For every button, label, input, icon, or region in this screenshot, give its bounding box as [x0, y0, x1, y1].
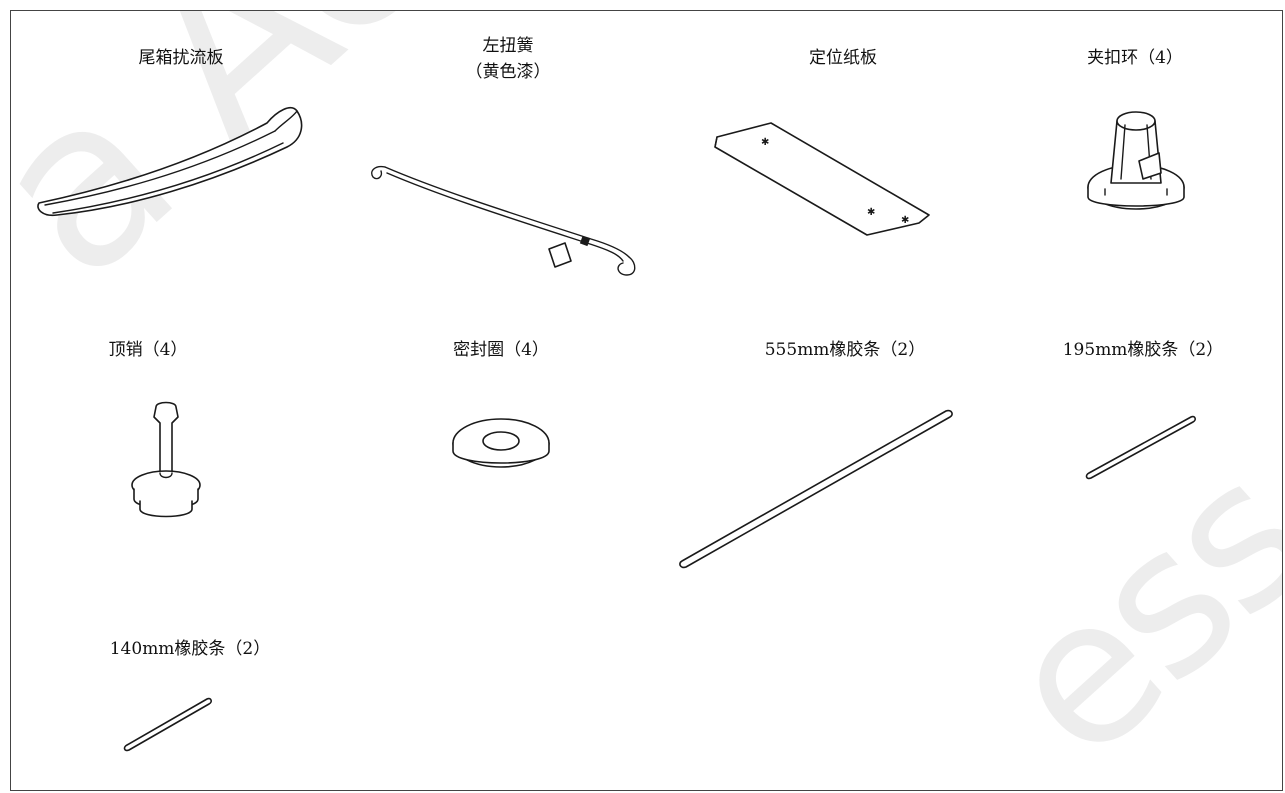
top-pin-label: 顶销（4）	[109, 337, 188, 363]
yellow-paint-mark	[579, 235, 591, 247]
spoiler-illustration	[37, 107, 303, 217]
rubber-strip-555-label: 555mm橡胶条（2）	[765, 337, 926, 363]
svg-text:✱: ✱	[867, 207, 875, 218]
clip-ring-illustration	[1087, 111, 1185, 210]
rubber-strip-195-label: 195mm橡胶条（2）	[1063, 337, 1224, 363]
left-torsion-spring-name: 左扭簧	[482, 36, 534, 56]
top-pin-illustration	[131, 401, 201, 518]
clip-ring-label: 夹扣环（4）	[1087, 45, 1183, 71]
rubber-strip-195-illustration	[1085, 415, 1196, 480]
positioning-cardboard-label: 定位纸板	[809, 45, 877, 71]
spoiler-label: 尾箱扰流板	[139, 45, 224, 71]
rubber-strip-140-label: 140mm橡胶条（2）	[110, 636, 271, 662]
rubber-strip-140-name: 140mm橡胶条（2）	[109, 639, 271, 659]
spoiler-name: 尾箱扰流板	[138, 48, 224, 68]
rubber-strip-140-illustration	[123, 697, 212, 752]
svg-text:✱: ✱	[901, 215, 909, 226]
top-pin-name: 顶销（4）	[108, 340, 188, 360]
seal-ring-illustration	[452, 418, 550, 468]
clip-ring-name: 夹扣环（4）	[1087, 48, 1183, 68]
left-torsion-spring-illustration	[371, 165, 636, 276]
rubber-strip-555-name: 555mm橡胶条（2）	[764, 340, 926, 360]
rubber-strip-195-name: 195mm橡胶条（2）	[1062, 340, 1224, 360]
seal-ring-name: 密封圈（4）	[453, 340, 549, 360]
parts-diagram-frame: a Access ess 尾箱扰流板 左扭簧 （黄色漆） 定位纸板 ✱ ✱ ✱ …	[10, 10, 1283, 791]
positioning-cardboard-illustration: ✱ ✱ ✱	[714, 122, 930, 236]
svg-text:✱: ✱	[761, 137, 769, 148]
positioning-cardboard-name: 定位纸板	[809, 48, 877, 68]
rubber-strip-555-illustration	[679, 409, 953, 569]
seal-ring-label: 密封圈（4）	[453, 337, 549, 363]
left-torsion-spring-note: （黄色漆）	[465, 62, 551, 82]
left-torsion-spring-label: 左扭簧 （黄色漆）	[466, 33, 551, 85]
